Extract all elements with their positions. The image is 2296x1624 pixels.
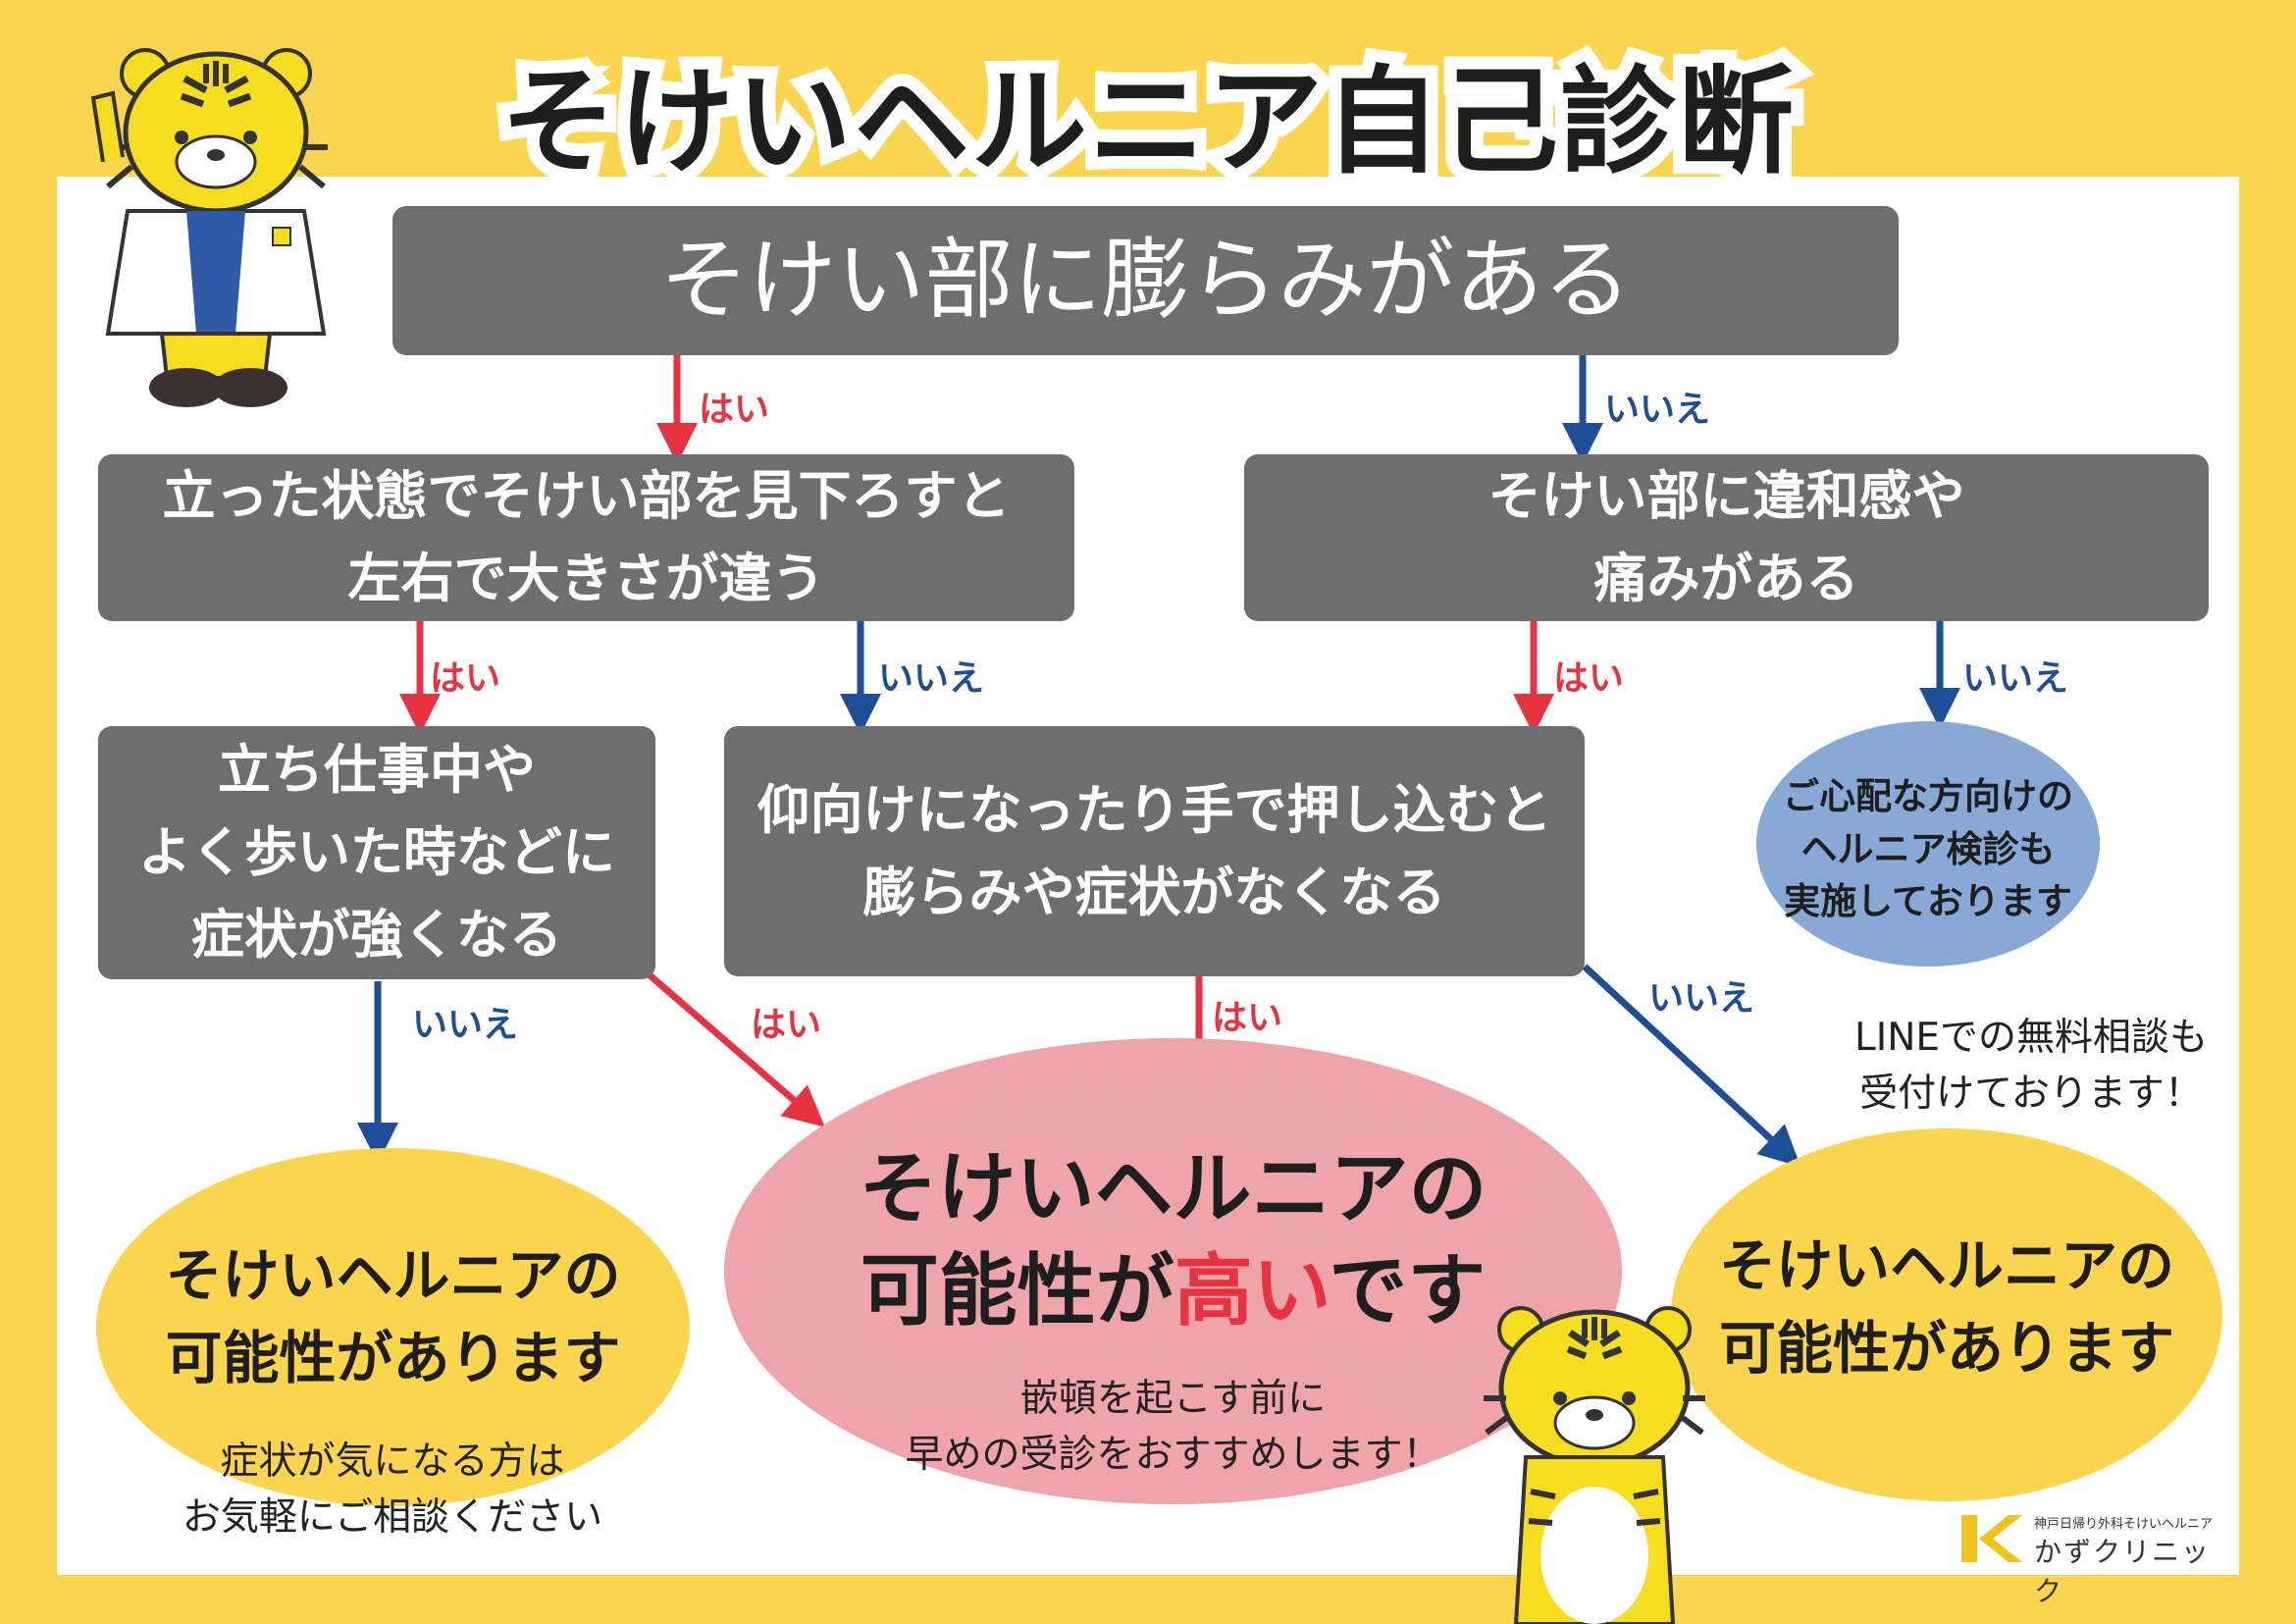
result-left-line-1: そけいヘルニアの <box>165 1242 621 1309</box>
result-left-line-2: 可能性があります <box>165 1325 621 1392</box>
answer-label-yes: はい <box>1212 998 1283 1038</box>
result-right-line-1: そけいヘルニアの <box>1718 1232 2174 1299</box>
answer-label-yes: はい <box>751 1005 822 1045</box>
page-title: そけいヘルニア自己診断 <box>488 41 1806 202</box>
question-3-line-1: そけい部に違和感や <box>1487 465 1965 528</box>
question-1: そけい部に膨らみがある <box>392 206 1899 355</box>
result-center-line-1: そけいヘルニアの <box>859 1143 1487 1234</box>
answer-label-no: いいえ <box>1962 658 2069 699</box>
result-center-note-2: 早めの受診をおすすめします！ <box>905 1432 1441 1477</box>
question-1-text: そけい部に膨らみがある <box>659 229 1632 333</box>
result-checkup-line-2: ヘルニア検診も <box>1800 827 2056 870</box>
clinic-name: かずクリニック <box>2034 1536 2212 1607</box>
answer-label-yes: はい <box>1553 658 1625 699</box>
answer-label-yes: はい <box>430 658 501 699</box>
arrow-q5-no <box>1582 964 1801 1168</box>
question-5: 仰向けになったり手で押し込むと 膨らみや症状がなくなる <box>724 726 1585 976</box>
result-possible-right: そけいヘルニアの 可能性があります <box>1671 1128 2222 1501</box>
answer-label-no: いいえ <box>1648 978 1755 1019</box>
result-checkup-line-3: 実施しております <box>1784 880 2072 923</box>
clinic-logo-subtitle: 神戸日帰り外科そけいヘルニア <box>2034 1517 2214 1532</box>
question-3: そけい部に違和感や 痛みがある <box>1244 454 2209 621</box>
question-2: 立った状態でそけい部を見下ろすと 左右で大きさが違う <box>98 454 1074 621</box>
result-center-note-1: 嵌頓を起こす前に <box>1019 1377 1327 1421</box>
question-3-line-2: 痛みがある <box>1593 548 1859 609</box>
question-4: 立ち仕事中や よく歩いた時などに 症状が強くなる <box>98 726 655 979</box>
question-4-line-3: 症状が強くなる <box>191 903 562 966</box>
answer-label-no: いいえ <box>1604 390 1711 430</box>
result-possible-left: そけいヘルニアの 可能性があります <box>96 1148 690 1506</box>
question-4-line-2: よく歩いた時などに <box>138 821 615 884</box>
result-left-note-2: お気軽にご相談ください <box>182 1494 603 1540</box>
arrow-q4-yes <box>645 970 825 1127</box>
clinic-logo-icon <box>1961 1515 2022 1562</box>
result-center-possible: 可能性が <box>860 1245 1174 1336</box>
result-left-note: 症状が気になる方は お気軽にご相談ください <box>147 1435 638 1545</box>
question-5-line-1: 仰向けになったり手で押し込むと <box>757 778 1552 841</box>
line-consult-note-1: LINEでの無料相談も <box>1853 1016 2209 1060</box>
result-center-high: 高い <box>1174 1245 1330 1336</box>
result-center-desu: です <box>1329 1245 1487 1336</box>
question-2-line-2: 左右で大きさが違う <box>347 548 825 609</box>
line-consult-note: LINEでの無料相談も 受付けております！ <box>1835 1011 2227 1122</box>
question-4-line-1: 立ち仕事中や <box>218 739 536 802</box>
result-checkup-line-1: ご心配な方向けの <box>1783 775 2073 817</box>
result-center-line-2: 可能性が高いです <box>724 1240 1622 1342</box>
clinic-logo: 神戸日帰り外科そけいヘルニア かずクリニック <box>1957 1509 2222 1607</box>
result-right-line-2: 可能性があります <box>1718 1315 2174 1383</box>
result-left-note-1: 症状が気になる方は <box>220 1440 565 1484</box>
question-2-line-1: 立った状態でそけい部を見下ろすと <box>162 465 1011 528</box>
answer-label-no: いいえ <box>878 658 985 699</box>
answer-label-yes: はい <box>699 390 770 430</box>
line-consult-note-2: 受付けております！ <box>1859 1071 2203 1116</box>
result-high-center: そけいヘルニアの 可能性が高いです 嵌頓を起こす前に 早めの受診をおすすめします… <box>724 1038 1622 1504</box>
answer-label-no: いいえ <box>412 1005 519 1045</box>
tiger-doctor-mascot-icon <box>90 48 328 407</box>
result-checkup: ご心配な方向けの ヘルニア検診も 実施しております <box>1756 721 2100 967</box>
tiger-mascot-icon <box>1484 1306 1705 1624</box>
question-5-line-2: 膨らみや症状がなくなる <box>862 861 1446 923</box>
